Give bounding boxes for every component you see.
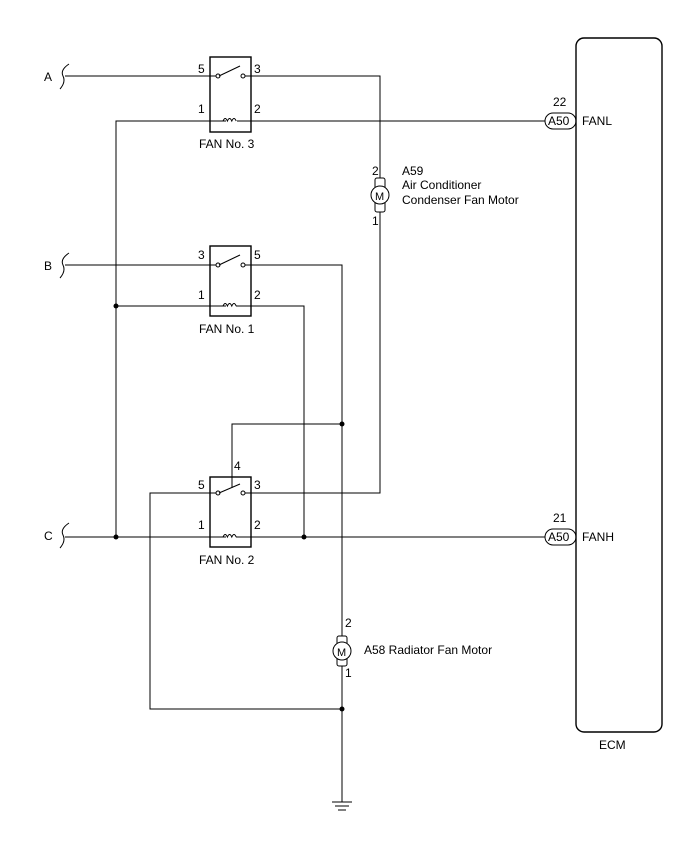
relay-fan-no-2-pin-2: 2 (254, 518, 261, 532)
ac-motor-name-line-2: Condenser Fan Motor (402, 193, 519, 207)
relay-fan-no-1-pin-5: 5 (254, 248, 261, 262)
ground-icon (332, 801, 352, 811)
ac-motor-name-line-1: Air Conditioner (402, 178, 481, 192)
connector-b: B (44, 252, 70, 279)
ecm-connector-fanh: A50 21 FANH (544, 511, 614, 546)
relay-fan-no-2-pin-3: 3 (254, 478, 261, 492)
ecm-connector-fanh-signal: FANH (582, 530, 614, 544)
connector-c: C (44, 522, 70, 549)
radiator-motor-pin-1: 1 (345, 666, 352, 680)
connector-b-label: B (44, 259, 52, 273)
ecm-box (575, 37, 663, 733)
connector-c-label: C (44, 529, 53, 543)
wires (65, 75, 545, 802)
relay-fan-no-1-pin-2: 2 (254, 288, 261, 302)
relay-fan-no-1-pin-3: 3 (198, 248, 205, 262)
ac-motor-code: A59 (402, 164, 424, 178)
ecm-connector-fanl: A50 22 FANL (544, 95, 612, 130)
relay-fan-no-3-label: FAN No. 3 (199, 137, 255, 151)
relay-fan-no-1-label: FAN No. 1 (199, 322, 255, 336)
ecm-connector-fanh-pin: 21 (553, 511, 567, 525)
ac-motor-pin-2: 2 (372, 164, 379, 178)
motor-icon (370, 185, 390, 205)
junctions (113, 303, 345, 712)
ac-condenser-fan-motor: M 2 1 A59 Air Conditioner Condenser Fan … (370, 164, 519, 228)
relay-fan-no-2-pin-1: 1 (198, 518, 205, 532)
motor-icon (332, 641, 352, 661)
radiator-motor-pin-2: 2 (345, 616, 352, 630)
relay-fan-no-3-pin-1: 1 (198, 102, 205, 116)
radiator-motor-label: A58 Radiator Fan Motor (364, 643, 492, 657)
ecm-connector-fanl-pin: 22 (553, 95, 567, 109)
relay-fan-no-3-pin-3: 3 (254, 62, 261, 76)
relay-fan-no-1-pin-1: 1 (198, 288, 205, 302)
connector-a-label: A (44, 70, 52, 84)
relay-fan-no-3: 5 3 1 2 FAN No. 3 (198, 56, 261, 151)
ecm-label: ECM (599, 738, 626, 752)
ecm-connector-fanl-code: A50 (548, 114, 570, 128)
relay-fan-no-3-pin-2: 2 (254, 102, 261, 116)
connector-a: A (44, 63, 70, 90)
relay-fan-no-1: 3 5 1 2 FAN No. 1 (198, 245, 261, 336)
ac-motor-symbol: M (375, 191, 384, 203)
relay-fan-no-2-pin-5: 5 (198, 478, 205, 492)
relay-fan-no-2-label: FAN No. 2 (199, 553, 255, 567)
ecm-connector-fanl-signal: FANL (582, 114, 612, 128)
relay-fan-no-3-pin-5: 5 (198, 62, 205, 76)
relay-fan-no-2: 4 5 3 1 2 FAN No. 2 (198, 459, 261, 567)
relay-fan-no-2-pin-4: 4 (234, 459, 241, 473)
ecm-connector-fanh-code: A50 (548, 530, 570, 544)
radiator-fan-motor: M 2 1 A58 Radiator Fan Motor (332, 616, 492, 680)
ac-motor-pin-1: 1 (372, 214, 379, 228)
radiator-motor-symbol: M (337, 647, 346, 659)
